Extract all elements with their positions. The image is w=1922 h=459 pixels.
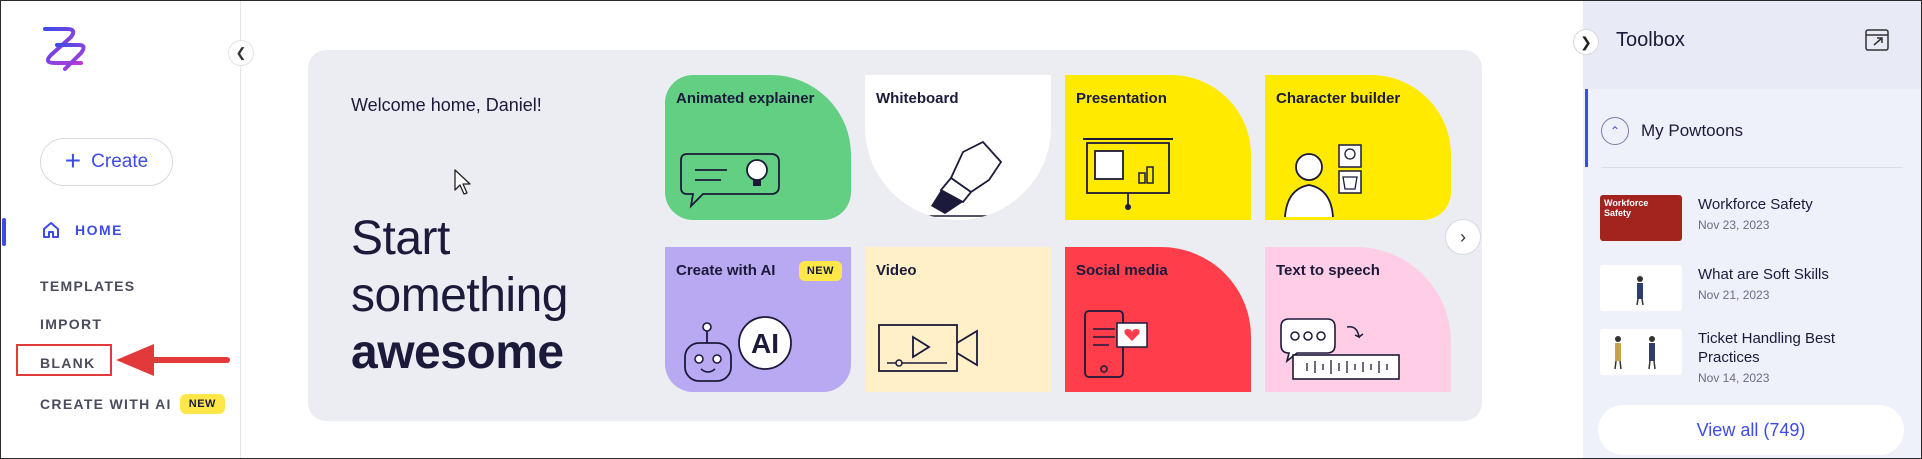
thumbnail-title: Workforce Safety <box>1604 198 1649 218</box>
tile-label: Video <box>876 262 917 279</box>
tile-animated-explainer[interactable]: Animated explainer <box>665 75 851 220</box>
toolbox-panel: Toolbox ❯ ⌃ My Powtoons Workforce Safety… <box>1573 1 1921 458</box>
project-thumbnail <box>1600 265 1682 311</box>
toolbox-header: Toolbox <box>1583 1 1921 89</box>
divider <box>1601 167 1903 168</box>
annotation-highlight-box <box>16 344 112 376</box>
chevron-left-icon: ❮ <box>235 45 247 60</box>
tile-label: Presentation <box>1076 90 1167 107</box>
powtoon-logo-icon[interactable] <box>37 25 91 75</box>
collapse-sidebar-button[interactable]: ❮ <box>228 40 254 66</box>
nav-import[interactable]: IMPORT <box>40 316 103 332</box>
hero-card: Welcome home, Daniel! Start something aw… <box>308 50 1482 421</box>
toolbox-title: Toolbox <box>1616 29 1685 51</box>
project-date: Nov 14, 2023 <box>1698 371 1770 385</box>
project-date: Nov 23, 2023 <box>1698 218 1770 232</box>
tile-label: Character builder <box>1276 90 1401 107</box>
tile-label: Create with AI <box>676 262 776 279</box>
tile-social-media[interactable]: Social media <box>1065 247 1251 392</box>
two-characters-icon <box>1614 336 1656 370</box>
tile-create-with-ai[interactable]: Create with AI NEW AI <box>665 247 851 392</box>
my-powtoons-label: My Powtoons <box>1641 121 1744 140</box>
project-thumbnail <box>1600 329 1682 375</box>
my-powtoons-header[interactable]: ⌃ My Powtoons <box>1601 117 1743 145</box>
headline: Start something awesome <box>351 210 568 381</box>
new-badge: NEW <box>179 394 225 414</box>
home-icon <box>43 222 59 238</box>
chevron-right-icon: ❯ <box>1580 33 1592 50</box>
toolbox-body: ⌃ My Powtoons Workforce Safety Workforce… <box>1583 89 1921 458</box>
project-date: Nov 21, 2023 <box>1698 288 1770 302</box>
view-all-button[interactable]: View all (749) <box>1598 405 1904 455</box>
tile-label: Whiteboard <box>876 90 959 107</box>
tile-whiteboard[interactable]: Whiteboard <box>865 75 1051 220</box>
welcome-text: Welcome home, Daniel! <box>351 95 542 115</box>
tile-text-to-speech[interactable]: Text to speech <box>1265 247 1451 392</box>
nav-create-with-ai[interactable]: CREATE WITH AI NEW <box>40 394 225 414</box>
tile-video[interactable]: Video <box>865 247 1051 392</box>
phone-heart-icon <box>1084 310 1148 378</box>
annotation-arrow-head <box>116 344 154 376</box>
character-figure-icon <box>1636 276 1644 306</box>
headline-line-1: Start <box>351 212 450 265</box>
tile-label: Text to speech <box>1276 262 1380 279</box>
left-sidebar: + Create HOME TEMPLATES IMPORT BLANK CRE… <box>1 1 241 458</box>
popout-icon[interactable] <box>1863 27 1891 53</box>
headline-line-3: awesome <box>351 326 564 379</box>
active-nav-indicator <box>2 218 6 246</box>
toolbox-toggle-button[interactable]: ❯ <box>1573 29 1599 55</box>
headline-line-2: something <box>351 269 568 322</box>
new-badge: NEW <box>798 261 842 281</box>
nav-templates[interactable]: TEMPLATES <box>40 278 136 294</box>
nav-blank[interactable]: BLANK <box>40 355 96 371</box>
speech-bubble-lightbulb-icon <box>680 153 780 209</box>
plus-icon: + <box>64 144 82 176</box>
project-item[interactable]: What are Soft Skills Nov 21, 2023 <box>1600 265 1838 311</box>
marker-icon <box>905 140 1005 217</box>
video-camera-icon <box>878 324 978 372</box>
tile-character-builder[interactable]: Character builder <box>1265 75 1451 220</box>
nav-home-label: HOME <box>75 222 123 238</box>
ai-robot-icon: AI <box>684 316 792 382</box>
create-label: Create <box>91 151 149 172</box>
annotation-arrow-shaft <box>150 357 230 363</box>
project-title: Ticket Handling Best Practices <box>1698 330 1836 366</box>
tiles-next-button[interactable]: › <box>1445 219 1481 255</box>
svg-text:AI: AI <box>751 328 779 359</box>
tile-label: Social media <box>1076 262 1168 279</box>
chevron-up-icon[interactable]: ⌃ <box>1601 117 1629 145</box>
create-button[interactable]: + Create <box>40 138 173 186</box>
nav-create-with-ai-label: CREATE WITH AI <box>40 396 172 412</box>
speech-wave-icon <box>1280 318 1400 380</box>
presentation-board-icon <box>1083 138 1173 210</box>
character-icon <box>1284 144 1362 218</box>
nav-home[interactable]: HOME <box>41 220 123 240</box>
mouse-cursor-icon <box>454 169 471 195</box>
tile-label: Animated explainer <box>676 90 815 107</box>
project-thumbnail: Workforce Safety <box>1600 195 1682 241</box>
project-item[interactable]: Workforce Safety Workforce Safety Nov 23… <box>1600 195 1838 241</box>
chevron-right-icon: › <box>1460 226 1466 247</box>
section-active-indicator <box>1585 89 1588 167</box>
project-title: Workforce Safety <box>1698 196 1813 213</box>
project-title: What are Soft Skills <box>1698 266 1829 283</box>
project-item[interactable]: Ticket Handling Best Practices Nov 14, 2… <box>1600 329 1838 385</box>
tile-presentation[interactable]: Presentation <box>1065 75 1251 220</box>
